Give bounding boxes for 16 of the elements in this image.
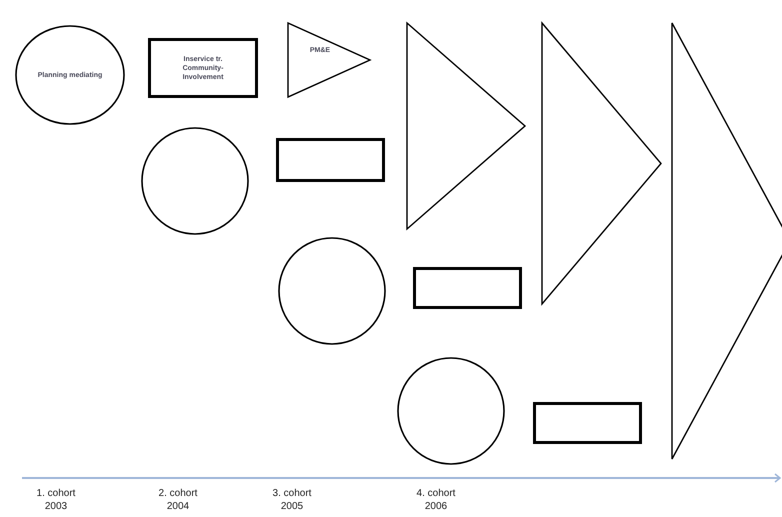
triangle-node (671, 22, 782, 460)
cohort-label: 2. cohort 2004 (158, 487, 198, 513)
process-box (533, 402, 642, 444)
triangle-node (406, 22, 526, 230)
circle-node (141, 127, 249, 235)
process-box (148, 38, 258, 98)
triangle-node (541, 22, 662, 305)
circle-node (397, 357, 505, 465)
triangle-node (287, 22, 371, 98)
process-box (276, 138, 385, 182)
cohort-label: 3. cohort 2005 (272, 487, 312, 513)
cohort-label: 4. cohort 2006 (416, 487, 456, 513)
cohort-label: 1. cohort 2003 (36, 487, 76, 513)
process-box (413, 267, 522, 309)
circle-node (278, 237, 386, 345)
circle-node (15, 25, 125, 125)
